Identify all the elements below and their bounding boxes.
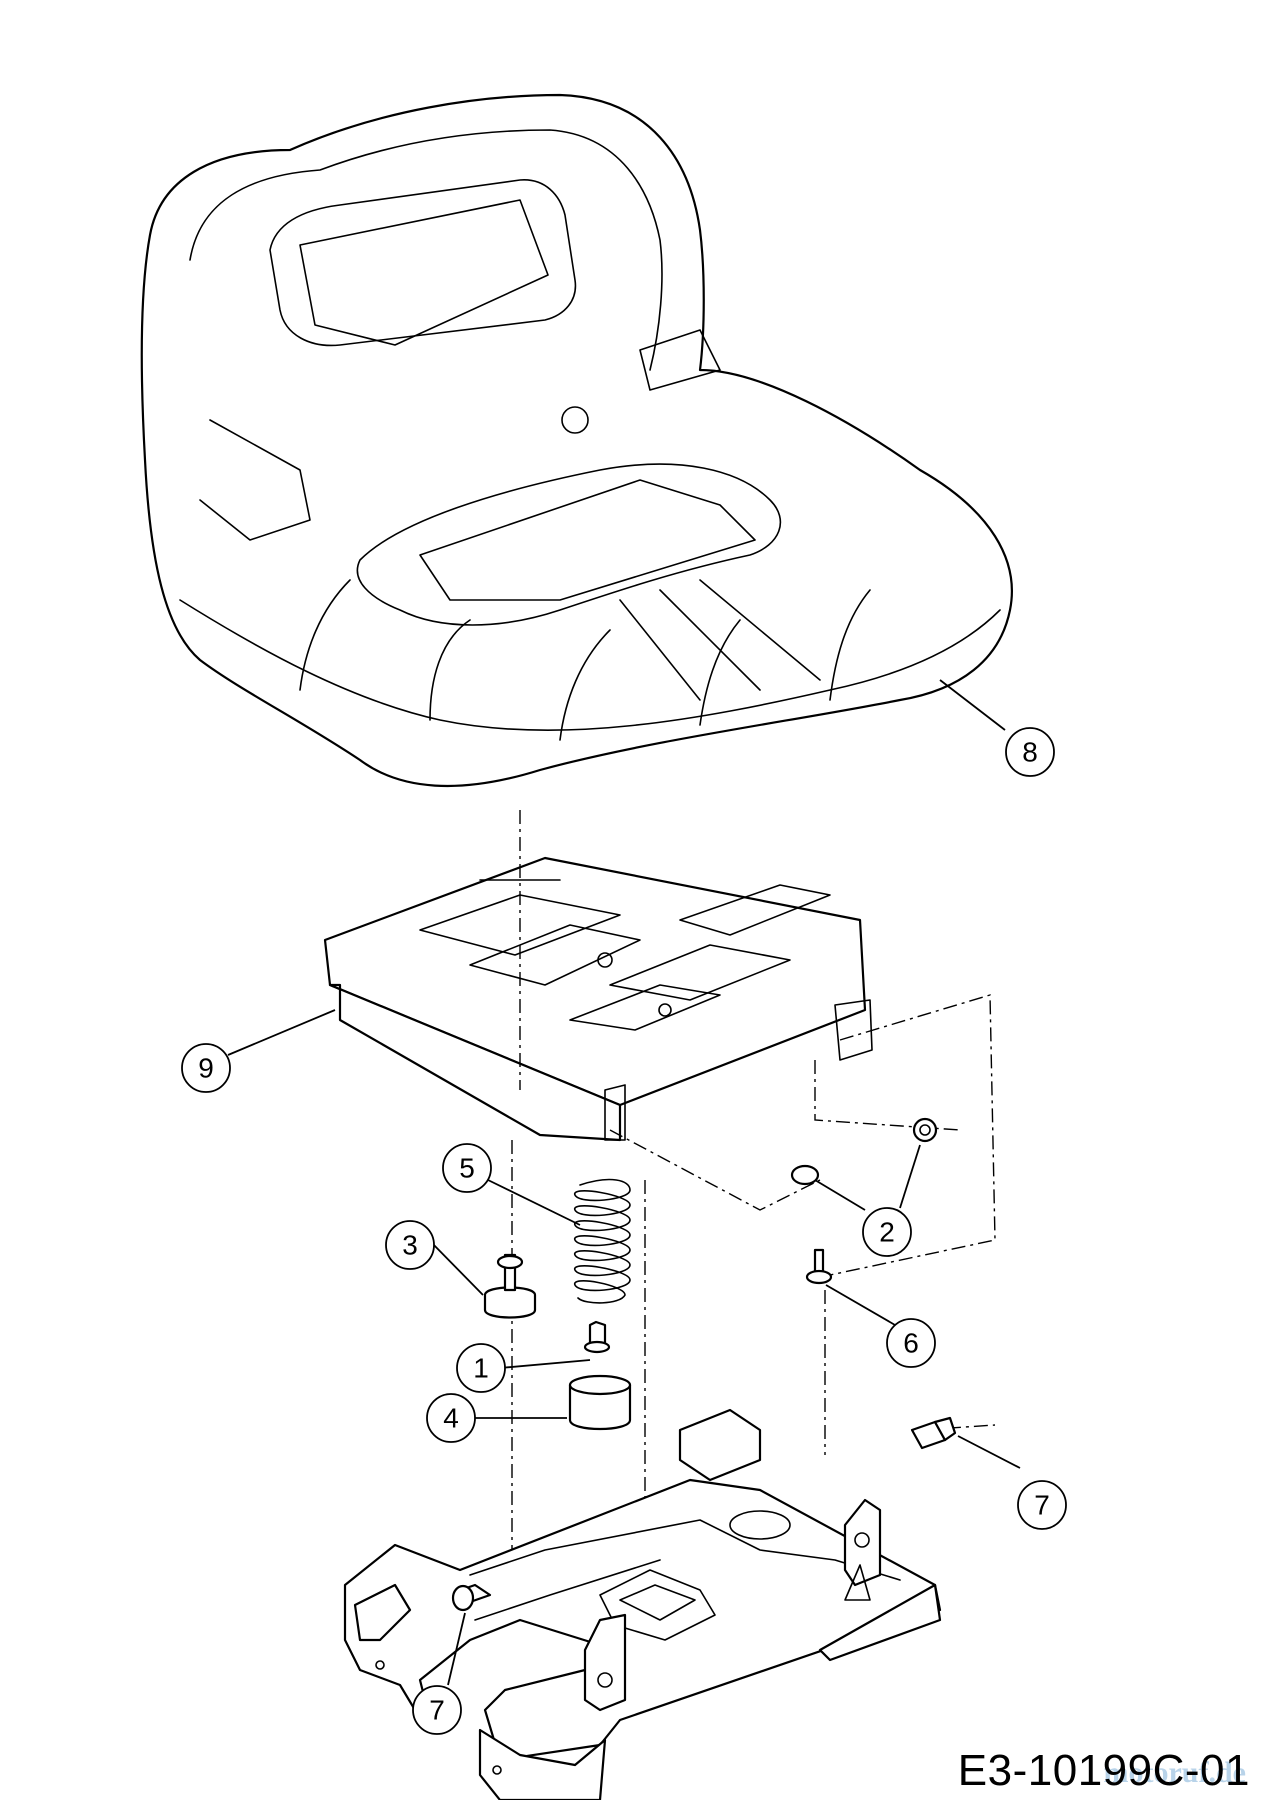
callout-9: 9: [181, 1043, 231, 1093]
svg-text:2: 2: [879, 1217, 895, 1248]
pin-part: [583, 1320, 611, 1354]
bolt-part-right: [910, 1416, 957, 1450]
spring-part: [574, 1178, 631, 1304]
svg-text:8: 8: [1022, 737, 1038, 768]
svg-text:6: 6: [903, 1328, 919, 1359]
knob-part: [483, 1253, 537, 1319]
callout-7-left: 7: [412, 1685, 462, 1735]
leader-lines: [227, 679, 1021, 1686]
bushing-part: [568, 1374, 632, 1431]
nut-and-washer-part: [790, 1117, 938, 1186]
bolt-part-left: [451, 1583, 492, 1612]
stud-part: [805, 1248, 833, 1285]
svg-text:7: 7: [429, 1695, 445, 1726]
svg-text:1: 1: [473, 1353, 489, 1384]
seat-pan-part: [323, 856, 873, 1142]
svg-text:7: 7: [1034, 1490, 1050, 1521]
callout-3: 3: [385, 1220, 435, 1270]
svg-text:4: 4: [443, 1403, 459, 1434]
drawing-code: E3-10199C-01: [957, 1746, 1250, 1795]
callout-1: 1: [456, 1343, 506, 1393]
callout-6: 6: [886, 1318, 936, 1368]
base-frame: [343, 1408, 942, 1800]
watermark: motoruf.de: [1103, 1756, 1246, 1789]
seat-part: [140, 93, 1013, 788]
callout-4: 4: [426, 1393, 476, 1443]
callout-8: 8: [1005, 727, 1055, 777]
svg-text:5: 5: [459, 1153, 475, 1184]
svg-text:3: 3: [402, 1230, 418, 1261]
callout-2: 2: [862, 1207, 912, 1257]
svg-text:9: 9: [198, 1053, 214, 1084]
callout-5: 5: [442, 1143, 492, 1193]
callout-7-right: 7: [1017, 1480, 1067, 1530]
